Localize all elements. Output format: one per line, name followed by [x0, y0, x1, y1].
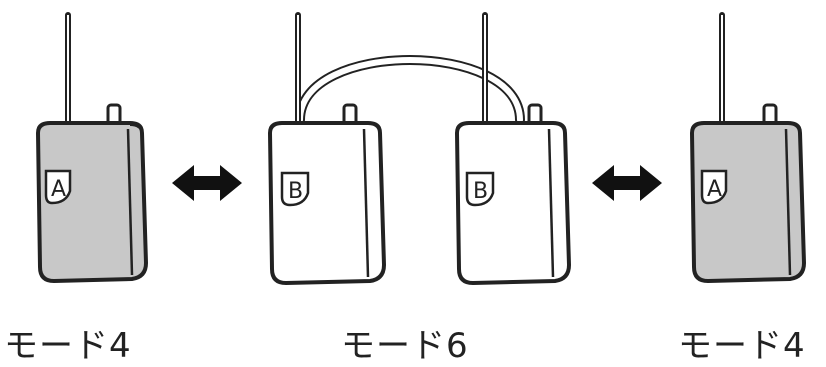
- caption-mode-middle: モード6: [341, 326, 469, 366]
- device-letter: B: [473, 179, 488, 204]
- device-b-right: B: [454, 12, 572, 286]
- device-letter: A: [51, 177, 66, 202]
- caption-mode-left: モード4: [4, 326, 132, 366]
- device-letter: B: [288, 179, 303, 204]
- double-arrow-icon: [172, 165, 242, 201]
- caption-mode-right: モード4: [678, 326, 806, 366]
- double-arrow-icon: [592, 165, 662, 201]
- device-a-right: A: [689, 12, 807, 284]
- device-a-left: A: [35, 12, 149, 284]
- device-b-left: B: [267, 12, 387, 286]
- device-letter: A: [707, 177, 722, 202]
